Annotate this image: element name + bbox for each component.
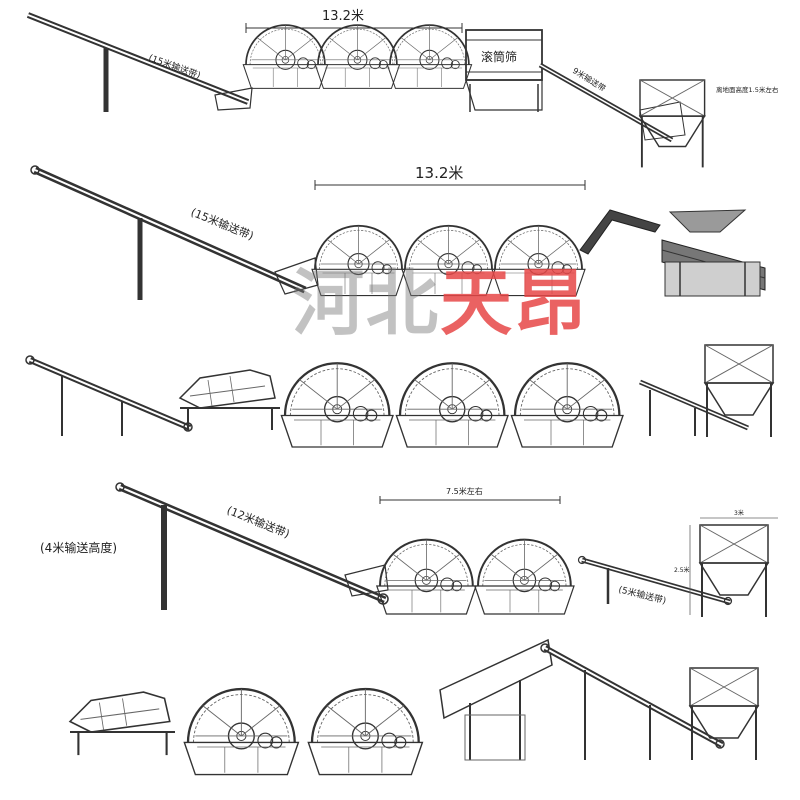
sand-washer-row2-c	[491, 224, 586, 297]
dimension-line-row1	[245, 23, 463, 33]
conveyor-outlet-row2	[639, 379, 749, 436]
dimension-label-row2: 13.2米	[415, 164, 463, 182]
inclined-chute-row5	[439, 638, 553, 761]
sand-washer-row4-a	[375, 538, 478, 616]
conveyor-15m-row1	[26, 12, 253, 112]
hopper-height-label-row4: 2.5米	[674, 566, 690, 574]
dewatering-screen-row2	[179, 369, 281, 431]
row-5-layout	[68, 638, 759, 776]
conveyor-label-row2: (15米输送带)	[189, 205, 256, 243]
screen-label-row1: 滚筒筛	[481, 49, 517, 64]
sand-washer-row5-a	[183, 687, 300, 776]
hopper-height-note-row1: 离地面高度1.5米左右	[716, 85, 779, 94]
dimension-label-row1: 13.2米	[322, 9, 364, 24]
trommel-screen-row1	[465, 29, 543, 112]
conveyor-height-label-row4: (4米输送高度)	[40, 540, 117, 555]
sand-washer-row4-b	[473, 538, 576, 616]
conveyor-5m-row4	[577, 555, 733, 606]
hopper-dimensions-row4	[689, 517, 778, 615]
conveyor-9m-label-row1: 9米输送带	[571, 65, 608, 93]
dewatering-screen-row5	[68, 691, 177, 757]
conveyor-left-row2b	[25, 355, 193, 436]
dimension-line-row4	[379, 496, 561, 504]
sand-washer-row2-e	[395, 362, 510, 449]
conveyor-9m-row1	[538, 62, 686, 143]
hopper-row1	[639, 79, 706, 169]
conveyor-12m-row4	[115, 482, 389, 610]
row-4-layout: (4米输送高度) (12米输送带) 7.5米左右 (5米输送带) 3米 2.5米	[40, 482, 778, 618]
hopper-row4	[699, 524, 769, 618]
sand-washer-row5-b	[307, 687, 424, 776]
dimension-line-row2	[314, 180, 586, 190]
hopper-width-label-row4: 3米	[734, 509, 744, 517]
conveyor-5m-label-row4: (5米输送带)	[617, 583, 667, 606]
trommel-screen-row2	[579, 209, 766, 297]
sand-washer-row2-d	[280, 362, 395, 449]
sand-washer-row2-b	[401, 224, 496, 297]
sand-washer-row1-b	[314, 24, 401, 90]
row-1-layout: (15米输送带) 13.2米 滚筒筛 9米输送带 离地面高度1.5米左右	[26, 9, 779, 169]
sand-washer-row1-c	[386, 24, 473, 90]
sand-washer-row2-f	[510, 362, 625, 449]
row-2-layout: (15米输送带) 13.2米	[25, 164, 774, 449]
sand-washer-row2-a	[311, 224, 406, 297]
sand-washer-row1-a	[242, 24, 329, 90]
dimension-label-row4: 7.5米左右	[446, 486, 483, 496]
conveyor-15m-row2	[30, 165, 319, 300]
